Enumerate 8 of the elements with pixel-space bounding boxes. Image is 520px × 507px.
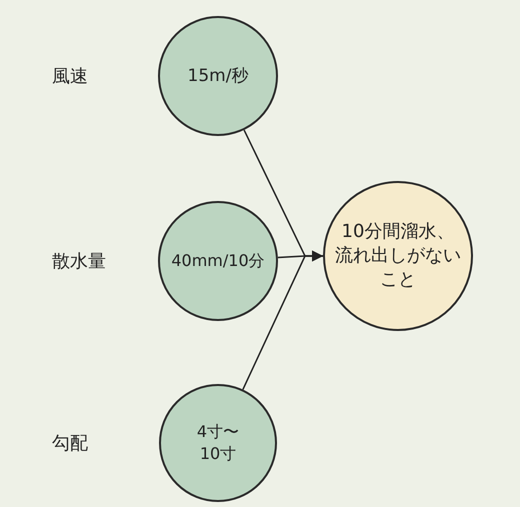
node-label: 10分間溜水、流れ出しがないこと: [334, 220, 462, 292]
node-label: 40mm/10分: [170, 250, 266, 272]
caption-label: 風速: [52, 65, 88, 88]
node-label: 15m/秒: [186, 64, 250, 88]
arrow: [242, 250, 323, 390]
node-label: 4寸〜10寸: [196, 421, 240, 465]
caption-label: 勾配: [52, 432, 88, 455]
caption-label: 散水量: [52, 250, 106, 273]
